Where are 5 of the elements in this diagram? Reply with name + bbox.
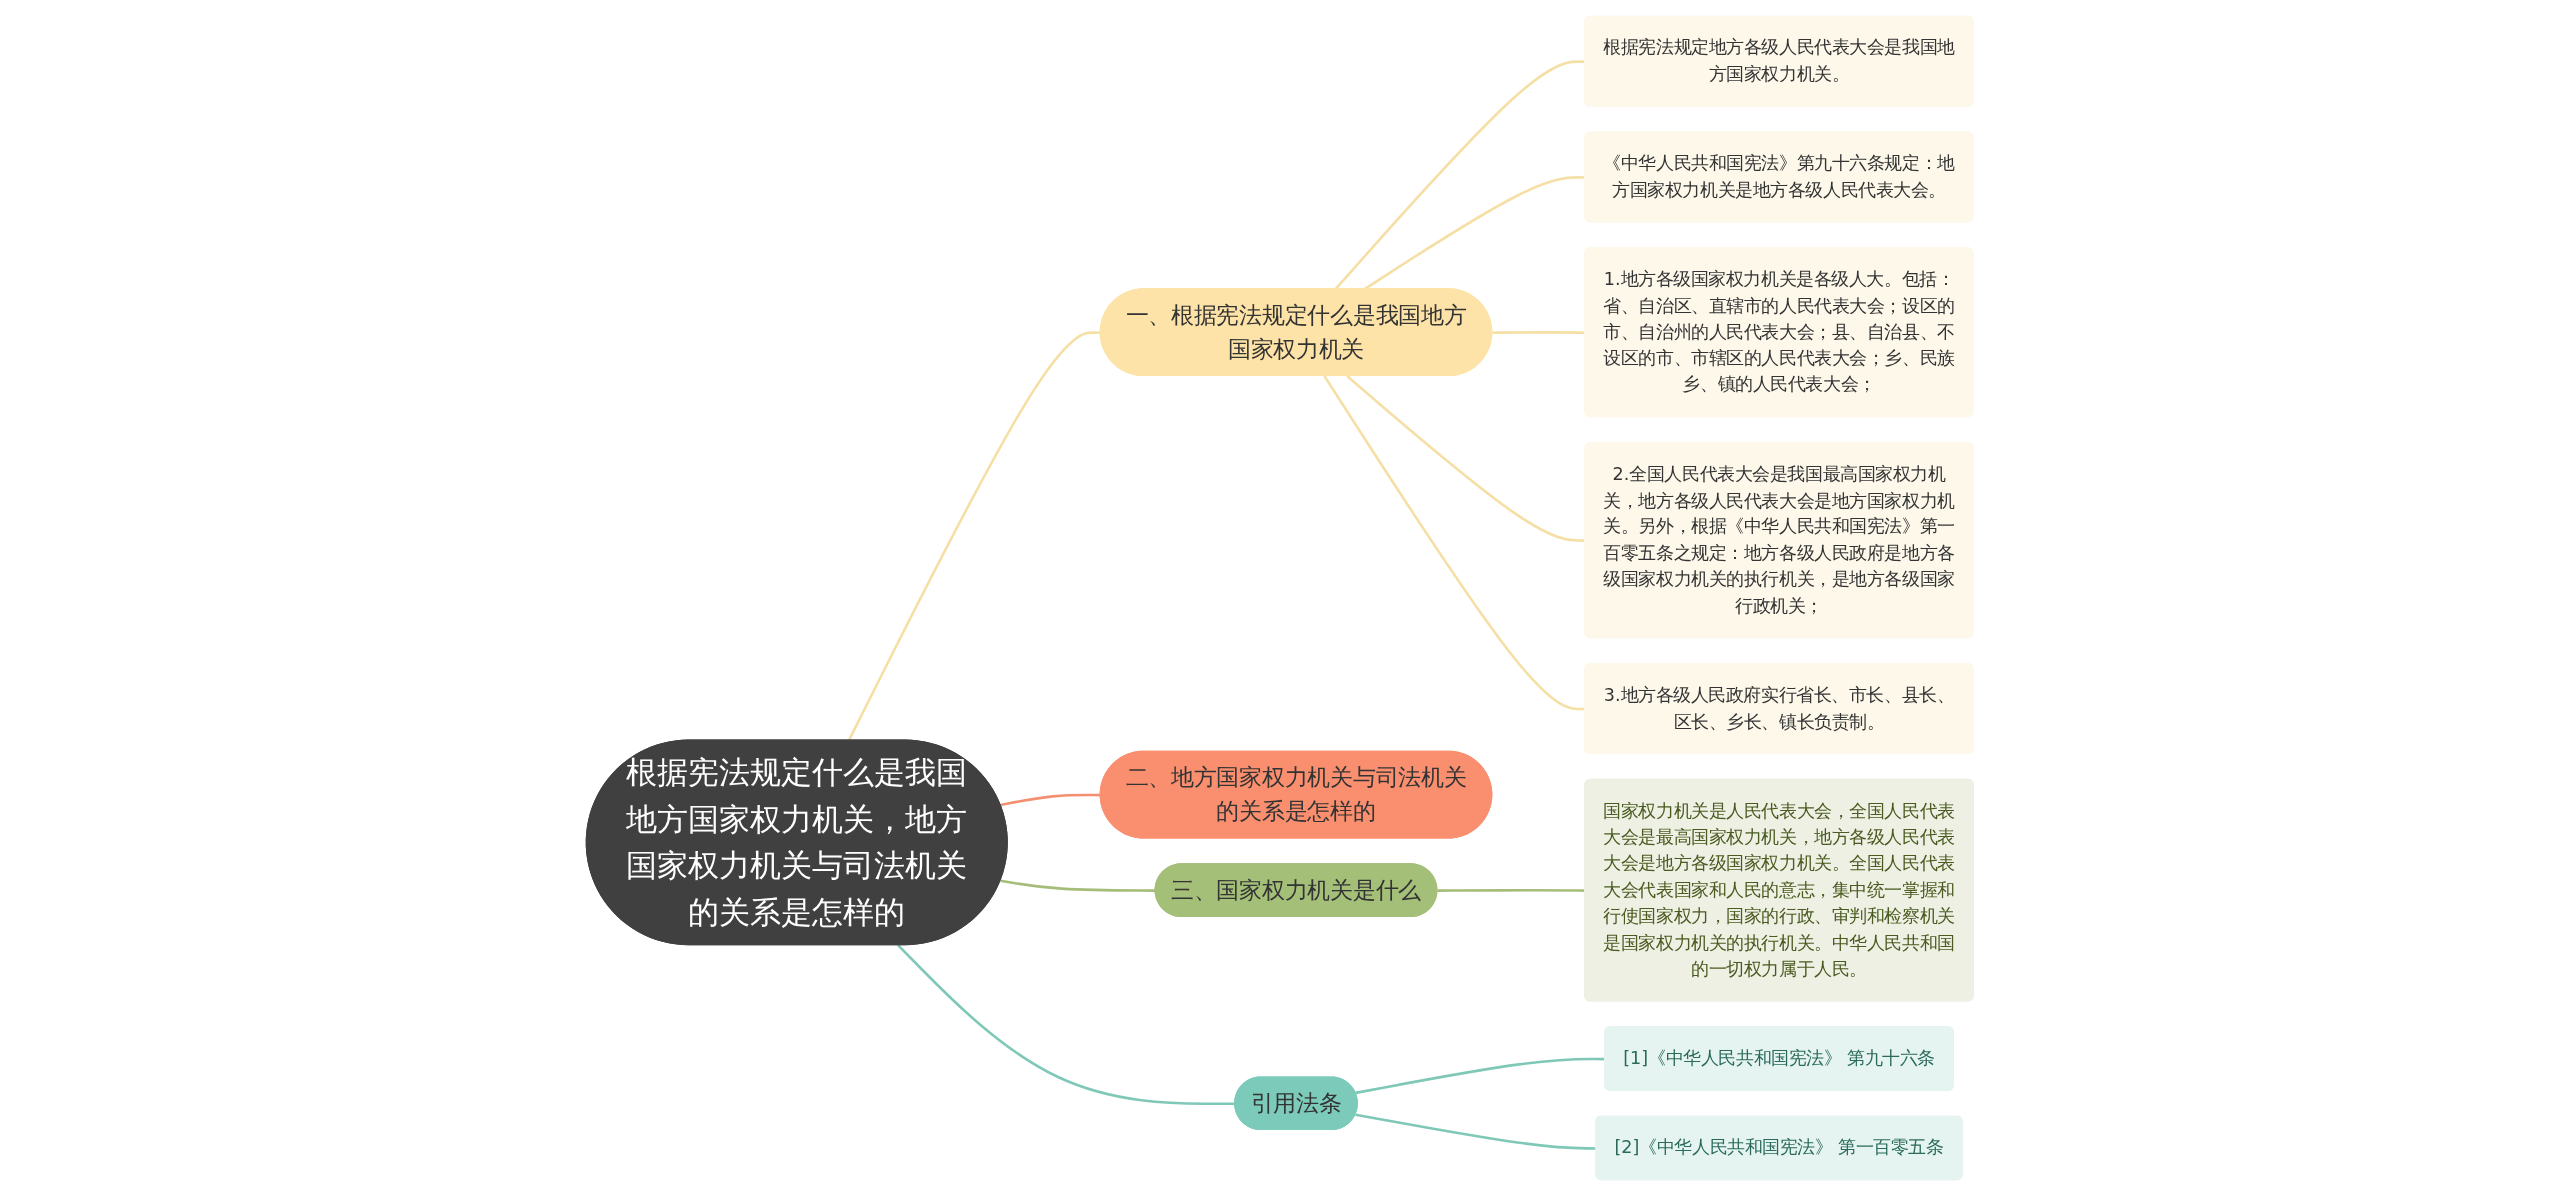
connector: [1355, 1112, 1597, 1150]
connector: [847, 330, 1101, 741]
mind-map-drawing: 根据宪法规定什么是我国地方国家权力机关，地方国家权力机关与司法机关的关系是怎样的 一、根据宪法规定什么是我国地方国家权力机关 根据宪法规定地方各级人民代表大会是我国地方国家权力机关。 《中华人民共和国宪法》第九十六条规定：地方国家权力机关是地方各级人民代表大会。 1.地方各级国家权力机关是各级人大。包括：省、自治区、直辖市的人民代表大会；设区的市、自治州的人民代表大会；县、自治县、不设区的市、市辖区的人民代表大会；乡、民族乡、镇的人民代表大会； 2.全国人民代表大会是我国最高国家权力机关，地方各级人民代表大会是地方国家权力机关。另外，根据《中华人民共和国宪法》第一百零五条之规定：地方各级人民政府是地方各级国家权力机关的执行机关，是地方各级国家行政机关； 3.地方各级人民政府实行省长、市长、县长、区长、乡长、镇长负责制。 二、地方国家权力机关与司法机关的关系是怎样的 三、国家权力机关是什么 国家权力机关是人民代表大会，全国人民代表大会是最高国家权力机关，地方各级人民代表大会是地方各级国家权力机关。全国人民代表大会代表国家和人民的意志，集中统一掌握和行使国家权力，国家的行政、审判和检察机关是国家权力机关的执行机关。中华人民共和国的一切权力属于人民。 引用法条 [1]《中华人民共和国宪法》 第九十六条 [2]《中华人民共和国宪法》 第一百零五条: [578, 7, 1982, 1188]
connector: [1000, 793, 1101, 806]
connector: [1000, 878, 1156, 892]
